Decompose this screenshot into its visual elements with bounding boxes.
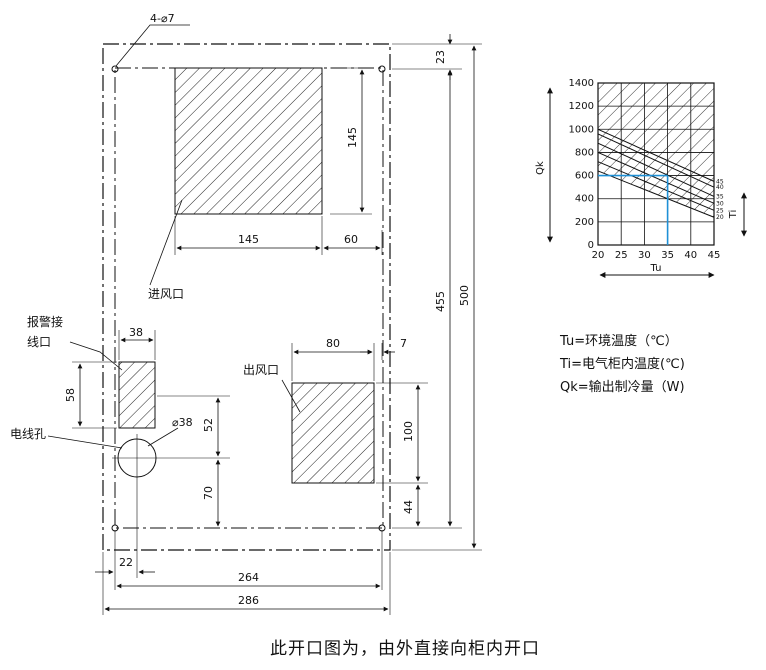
chart-x-tick-label: 30 xyxy=(638,250,651,261)
chart-series-line xyxy=(597,161,715,211)
legend-tu: Tu=环境温度（℃） xyxy=(559,333,678,349)
outlet-opening xyxy=(291,382,375,484)
chart-frame xyxy=(597,82,715,246)
chart-y-tick-label: 1400 xyxy=(569,78,594,89)
chart-side-label: Ti xyxy=(728,210,739,220)
chart-ylabel: Qk xyxy=(535,161,546,175)
mounting-hole xyxy=(111,65,119,73)
chart-series-line xyxy=(597,151,715,204)
dim-286: 286 xyxy=(238,594,259,607)
dim-80: 80 xyxy=(326,337,340,350)
cable-hole-leader xyxy=(47,435,123,449)
dim-145v: 145 xyxy=(346,127,359,148)
dim-100: 100 xyxy=(402,421,415,442)
chart-series-line xyxy=(597,142,715,197)
outlet-label: 出风口 xyxy=(243,363,279,377)
dim-455: 455 xyxy=(434,291,447,312)
dim-70: 70 xyxy=(202,486,215,500)
chart-x-tick-label: 45 xyxy=(708,250,721,261)
cable-hole-dia: ⌀38 xyxy=(172,416,193,429)
cable-hole-label: 电线孔 xyxy=(10,427,46,441)
chart-y-tick-label: 400 xyxy=(575,194,594,205)
chart-x-tick-label: 35 xyxy=(661,250,674,261)
chart-x-tick-label: 25 xyxy=(615,250,628,261)
chart-y-tick-label: 1000 xyxy=(569,124,594,135)
inner-panel-outline xyxy=(114,67,384,529)
dim-22: 22 xyxy=(119,556,133,569)
legend-ti: Ti=电气柜内温度(℃) xyxy=(559,356,685,372)
cabinet-outline xyxy=(102,43,391,551)
chart-series-line xyxy=(597,170,715,218)
caption: 此开口图为，由外直接向柜内开口 xyxy=(270,639,540,659)
chart-y-tick-label: 1200 xyxy=(569,101,594,112)
chart-xlabel: Tu xyxy=(650,263,662,274)
chart-y-tick-label: 600 xyxy=(575,171,594,182)
chart-series-line xyxy=(597,128,715,182)
chart-x-tick-label: 40 xyxy=(684,250,697,261)
dim-38: 38 xyxy=(129,326,143,339)
chart-series-label: 25 xyxy=(716,207,724,214)
alarm-label-line1: 报警接 xyxy=(27,314,63,329)
chart-series-label: 30 xyxy=(716,200,724,207)
chart-series-label: 35 xyxy=(716,193,724,200)
dim-60: 60 xyxy=(344,233,358,246)
chart-y-tick-label: 800 xyxy=(575,147,594,158)
chart-series-label: 45 xyxy=(716,178,724,185)
chart-series-label: 40 xyxy=(716,184,724,191)
hole-spec-leader xyxy=(115,24,190,67)
chart-series-line xyxy=(597,133,715,188)
chart-series-label: 20 xyxy=(716,214,724,221)
legend-qk: Qk=输出制冷量（W) xyxy=(560,379,685,395)
dim-44: 44 xyxy=(402,500,415,514)
dim-7: 7 xyxy=(400,337,407,350)
chart-y-tick-label: 0 xyxy=(588,240,594,251)
chart-x-tick-label: 20 xyxy=(592,250,605,261)
alarm-label-line2: 线口 xyxy=(27,335,51,349)
cable-dia-leader xyxy=(147,427,179,447)
dim-58: 58 xyxy=(64,388,77,402)
dim-52: 52 xyxy=(202,418,215,432)
chart-lower-region xyxy=(598,170,714,245)
outlet-leader xyxy=(281,379,301,413)
alarm-leader xyxy=(69,341,123,371)
inlet-leader xyxy=(149,199,183,286)
dim-500: 500 xyxy=(458,285,471,306)
mounting-hole xyxy=(378,65,386,73)
hole-spec-label: 4-⌀7 xyxy=(150,12,175,25)
dim-264: 264 xyxy=(238,571,259,584)
dim-145h: 145 xyxy=(238,233,259,246)
alarm-port-opening xyxy=(118,361,156,429)
inlet-opening xyxy=(174,67,323,215)
chart-y-tick-label: 200 xyxy=(575,217,594,228)
dim-23: 23 xyxy=(434,50,447,64)
inlet-label: 进风口 xyxy=(148,287,184,301)
